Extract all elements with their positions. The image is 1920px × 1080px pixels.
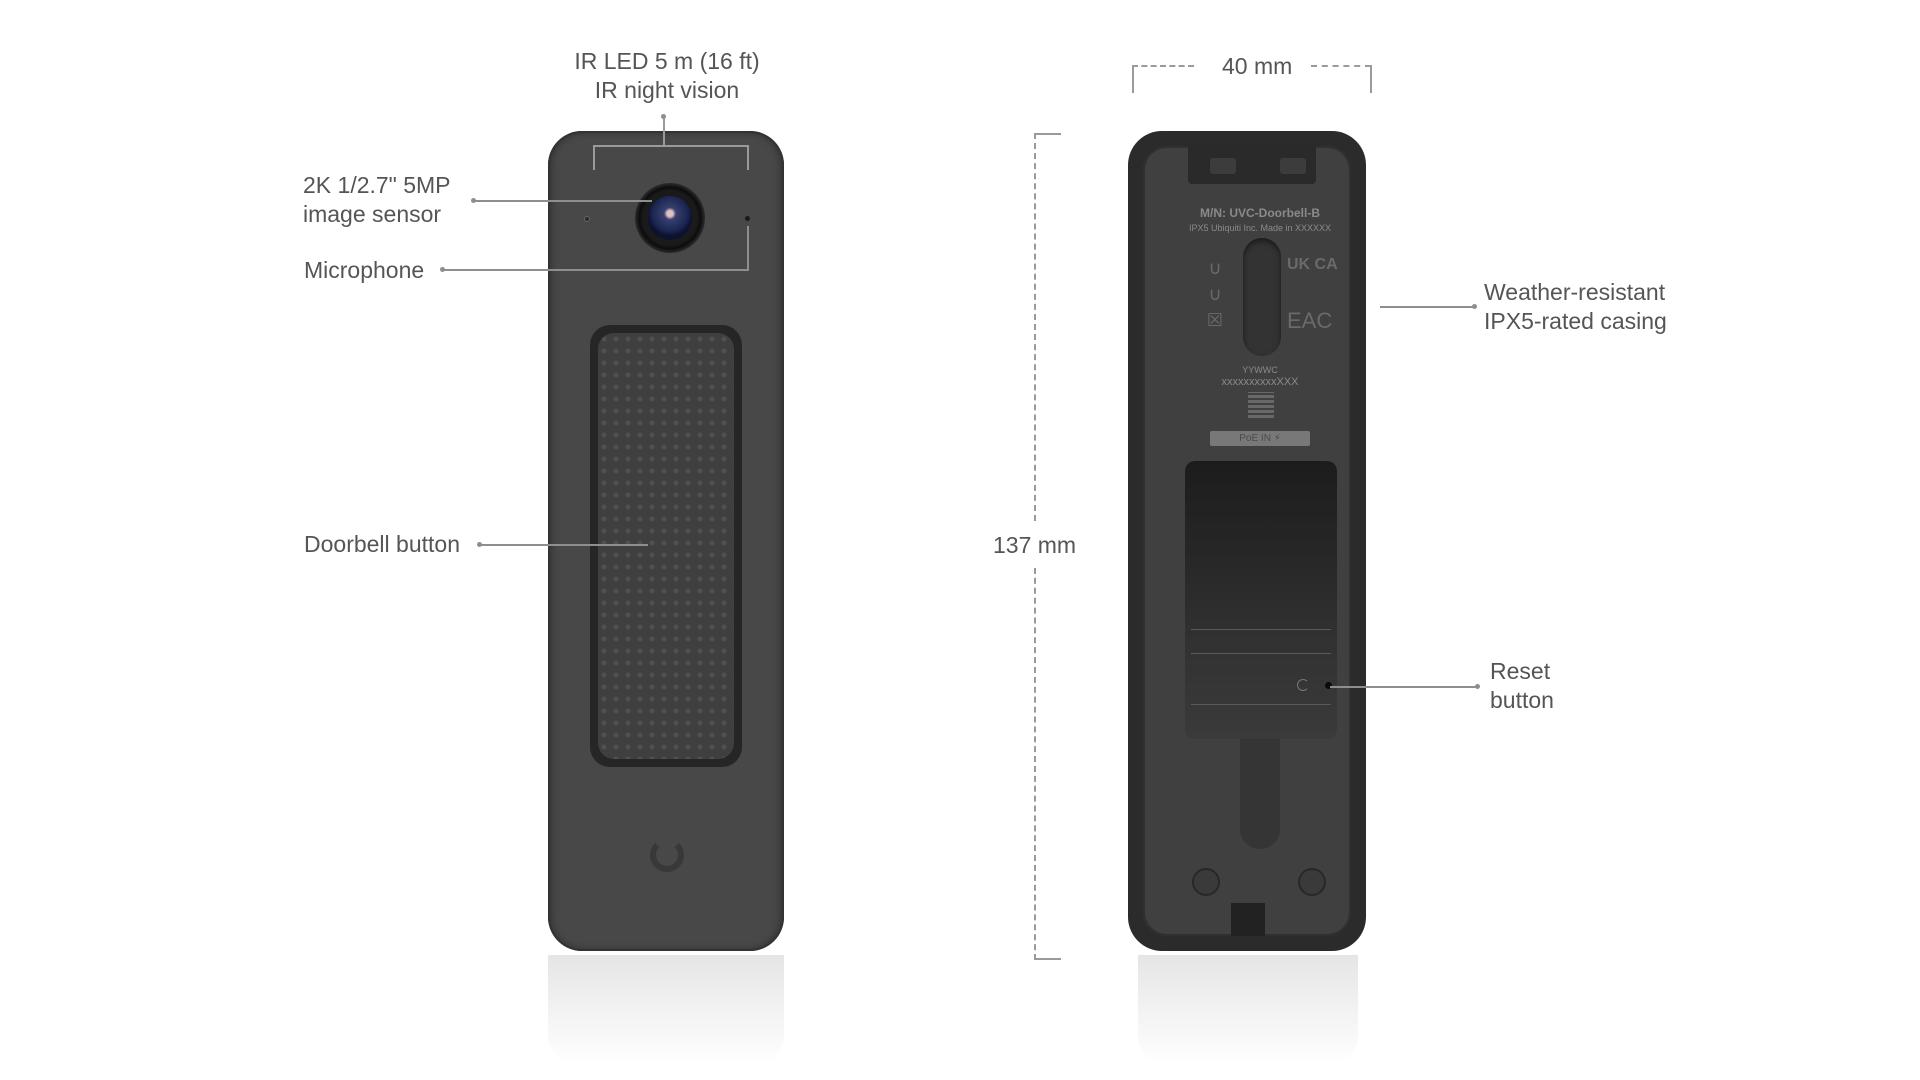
width-dimension-left-tick bbox=[1132, 65, 1134, 93]
serial-number: xxxxxxxxxxXXX bbox=[1221, 376, 1299, 388]
doorbell-button-label: Doorbell button bbox=[304, 531, 460, 557]
casing-leader bbox=[1380, 306, 1474, 308]
ir-led-bracket-left bbox=[593, 145, 595, 170]
cable-channel bbox=[1240, 739, 1280, 849]
ir-led-bracket bbox=[593, 145, 748, 147]
reset-dot bbox=[1475, 684, 1480, 689]
microphone-dot bbox=[440, 267, 445, 272]
image-sensor-label: 2K 1/2.7" 5MP image sensor bbox=[303, 172, 451, 227]
casing-label: Weather-resistant IPX5-rated casing bbox=[1484, 279, 1667, 334]
cable-slot bbox=[1243, 238, 1281, 356]
microphone-leader-vertical bbox=[747, 226, 749, 270]
front-reflection bbox=[548, 955, 784, 1065]
ir-led-bracket-right bbox=[747, 145, 749, 170]
reset-leader bbox=[1330, 686, 1478, 688]
manufacturer-info: IPX5 Ubiquiti Inc. Made in XXXXXX bbox=[1188, 223, 1332, 233]
microphone-pinhole bbox=[745, 216, 750, 221]
microphone-leader bbox=[443, 269, 749, 271]
back-reflection bbox=[1138, 955, 1358, 1065]
image-sensor-leader bbox=[474, 200, 652, 202]
mount-clip-tab-left bbox=[1210, 158, 1236, 174]
height-dimension-line-upper bbox=[1034, 133, 1036, 521]
ukca-mark: UK CA bbox=[1287, 256, 1338, 273]
reset-icon bbox=[1297, 679, 1309, 691]
bottom-cable-notch bbox=[1231, 903, 1265, 936]
width-dimension-line-left bbox=[1132, 65, 1194, 67]
width-dimension-right-tick bbox=[1370, 65, 1372, 93]
ubiquiti-logo-icon bbox=[650, 838, 684, 872]
screw-hole-right bbox=[1298, 868, 1326, 896]
cavity-ridge bbox=[1191, 629, 1331, 630]
height-dimension-top-tick bbox=[1034, 133, 1061, 135]
cavity-ridge bbox=[1191, 704, 1331, 705]
screw-hole-left bbox=[1192, 868, 1220, 896]
reset-label: Reset button bbox=[1490, 658, 1554, 713]
image-sensor-dot bbox=[471, 198, 476, 203]
qr-code-icon bbox=[1248, 392, 1274, 418]
cavity-ridge bbox=[1191, 653, 1331, 654]
date-code: YYWWC bbox=[1242, 365, 1278, 375]
width-dimension-label: 40 mm bbox=[1222, 53, 1293, 79]
height-dimension-bottom-tick bbox=[1034, 958, 1061, 960]
doorbell-button-leader bbox=[480, 544, 648, 546]
mount-clip-tab-right bbox=[1280, 158, 1306, 174]
height-dimension-line-lower bbox=[1034, 568, 1036, 960]
reset-button bbox=[1325, 682, 1332, 689]
ir-led-dot bbox=[661, 114, 666, 119]
ir-led-label: IR LED 5 m (16 ft) IR night vision bbox=[574, 48, 760, 103]
mounting-cavity bbox=[1185, 461, 1337, 739]
height-dimension-label: 137 mm bbox=[993, 532, 1077, 558]
poe-in-label: PoE IN ⚡ bbox=[1210, 431, 1310, 446]
model-number: M/N: UVC-Doorbell-B bbox=[1200, 206, 1320, 220]
doorbell-button-dot bbox=[477, 542, 482, 547]
ir-sensor-pinhole bbox=[584, 216, 590, 222]
casing-dot bbox=[1472, 304, 1477, 309]
microphone-label: Microphone bbox=[304, 257, 425, 283]
ir-led-leader bbox=[663, 117, 665, 146]
camera-lens-glass bbox=[648, 196, 692, 240]
doorbell-button-texture bbox=[598, 333, 734, 759]
width-dimension-line-right bbox=[1311, 65, 1371, 67]
weee-bin-icon: ∪∪☒ bbox=[1206, 258, 1224, 330]
eac-mark: EAC bbox=[1287, 308, 1333, 333]
